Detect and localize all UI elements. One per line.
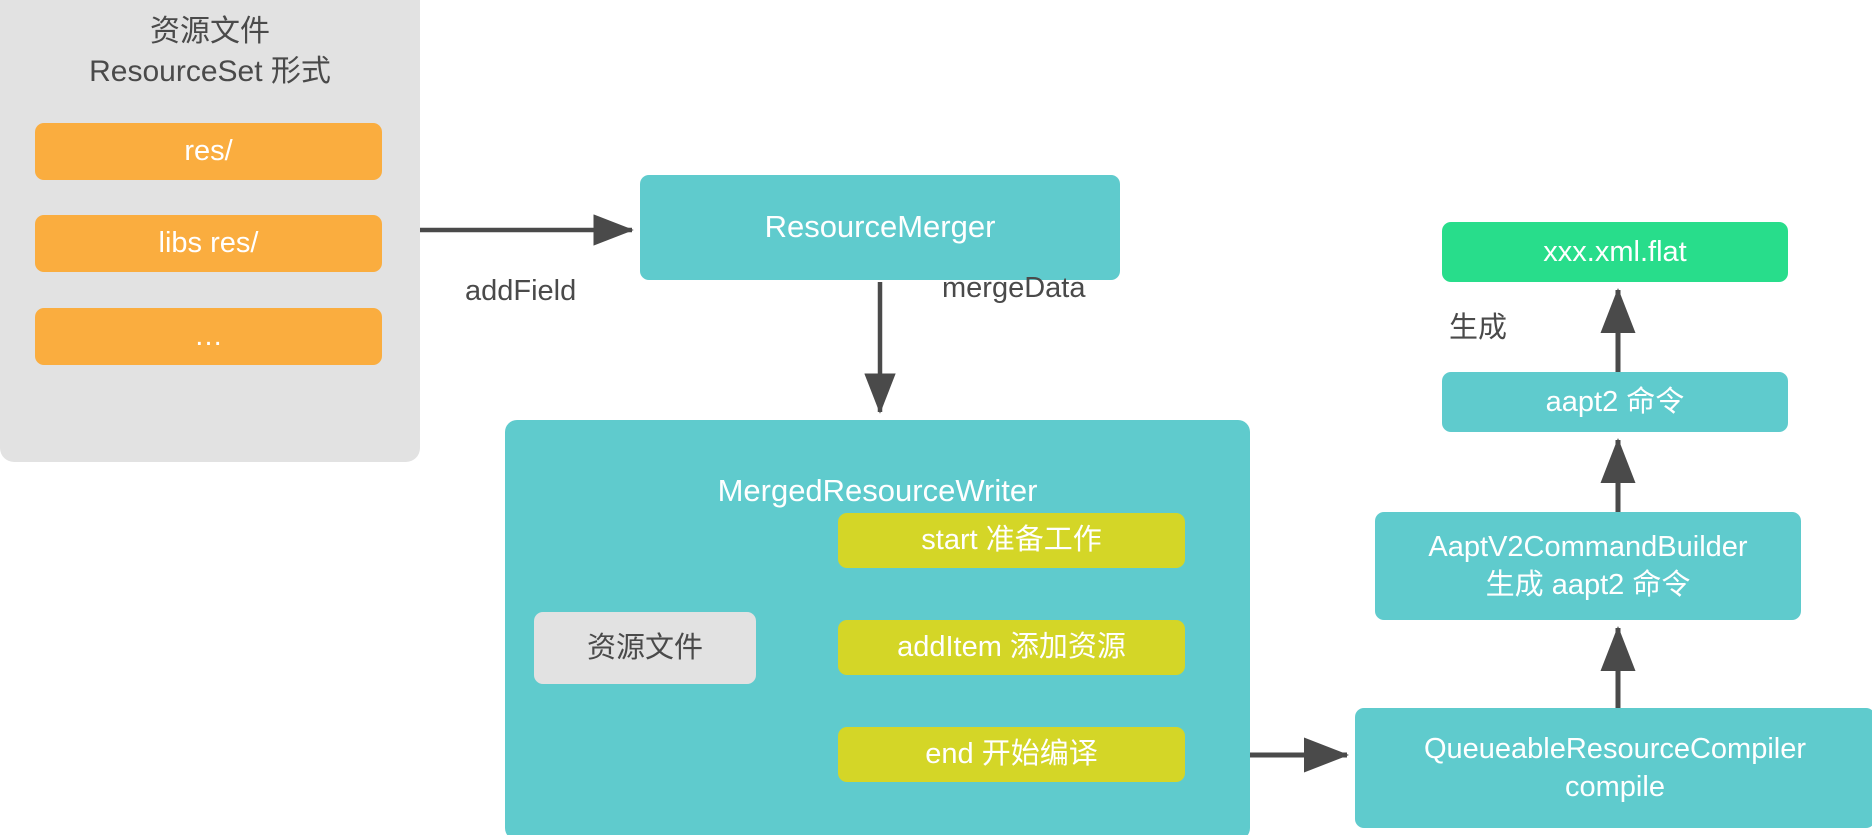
step-end-label: end 开始编译: [925, 738, 1098, 771]
node-aapt-v2-command-builder[interactable]: AaptV2CommandBuilder 生成 aapt2 命令: [1375, 512, 1801, 620]
step-end[interactable]: end 开始编译: [838, 727, 1185, 782]
node-aapt2-command-label: aapt2 命令: [1545, 385, 1685, 418]
resource-item-more-label: …: [194, 320, 223, 353]
node-xml-flat-label: xxx.xml.flat: [1543, 235, 1687, 268]
edge-label-merge-data: mergeData: [942, 272, 1086, 304]
node-resource-merger[interactable]: ResourceMerger: [640, 175, 1120, 280]
resource-item-res-label: res/: [184, 135, 233, 168]
node-merged-resource-writer-label: MergedResourceWriter: [717, 473, 1038, 508]
step-additem[interactable]: addItem 添加资源: [838, 620, 1185, 675]
node-aapt-v2-command-builder-label: AaptV2CommandBuilder 生成 aapt2 命令: [1428, 530, 1748, 601]
step-start[interactable]: start 准备工作: [838, 513, 1185, 568]
node-xml-flat[interactable]: xxx.xml.flat: [1442, 222, 1788, 282]
step-start-label: start 准备工作: [921, 524, 1102, 557]
node-resource-file[interactable]: 资源文件: [534, 612, 756, 684]
node-resource-file-label: 资源文件: [586, 631, 703, 664]
edge-label-generate: 生成: [1449, 312, 1508, 344]
resource-item-more[interactable]: …: [35, 308, 382, 365]
resource-item-res[interactable]: res/: [35, 123, 382, 180]
node-queueable-resource-compiler-label: QueueableResourceCompiler compile: [1423, 732, 1807, 803]
node-resource-merger-label: ResourceMerger: [764, 209, 996, 245]
edge-label-add-field: addField: [465, 275, 577, 307]
resource-item-libs-res[interactable]: libs res/: [35, 215, 382, 272]
node-aapt2-command[interactable]: aapt2 命令: [1442, 372, 1788, 432]
node-queueable-resource-compiler[interactable]: QueueableResourceCompiler compile: [1355, 708, 1872, 828]
resource-item-libs-res-label: libs res/: [158, 227, 259, 260]
resource-set-group-title: 资源文件 ResourceSet 形式: [89, 15, 331, 88]
step-additem-label: addItem 添加资源: [897, 631, 1126, 664]
